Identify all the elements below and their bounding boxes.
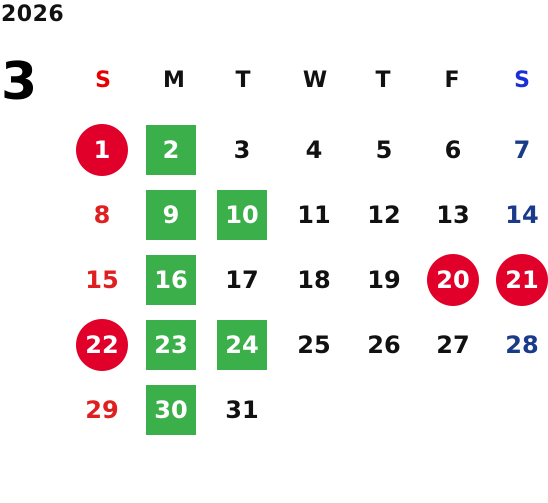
- day-cell-15: 15: [85, 266, 119, 294]
- day-cell-3: 3: [233, 136, 251, 164]
- day-cell-5: 5: [375, 136, 393, 164]
- day-cell-2: 2: [146, 125, 196, 175]
- day-cell-30: 30: [146, 385, 196, 435]
- day-cell-31: 31: [225, 396, 259, 424]
- day-cell-23: 23: [146, 320, 196, 370]
- day-cell-16: 16: [146, 255, 196, 305]
- day-cell-21: 21: [496, 254, 548, 306]
- day-cell-1: 1: [76, 124, 128, 176]
- day-cell-27: 27: [436, 331, 470, 359]
- day-cell-20: 20: [427, 254, 479, 306]
- day-cell-14: 14: [505, 201, 539, 229]
- day-cell-8: 8: [93, 201, 111, 229]
- day-cell-24: 24: [217, 320, 267, 370]
- weekday-sunday: S: [95, 68, 111, 93]
- day-cell-26: 26: [367, 331, 401, 359]
- day-cell-22: 22: [76, 319, 128, 371]
- day-cell-10: 10: [217, 190, 267, 240]
- weekday-saturday: S: [514, 68, 530, 93]
- day-cell-18: 18: [297, 266, 331, 294]
- weekday-monday: M: [163, 68, 185, 93]
- weekday-header-row: S M T W T F S: [0, 64, 548, 98]
- weekday-tuesday: T: [235, 68, 251, 93]
- day-cell-13: 13: [436, 201, 470, 229]
- day-cell-12: 12: [367, 201, 401, 229]
- weekday-thursday: T: [375, 68, 391, 93]
- calendar-year: 2026: [1, 2, 65, 27]
- day-cell-25: 25: [297, 331, 331, 359]
- day-cell-19: 19: [367, 266, 401, 294]
- weekday-wednesday: W: [302, 68, 328, 93]
- day-cell-11: 11: [297, 201, 331, 229]
- day-cell-9: 9: [146, 190, 196, 240]
- day-cell-7: 7: [513, 136, 531, 164]
- calendar-month: 3: [1, 52, 38, 112]
- day-cell-6: 6: [444, 136, 462, 164]
- day-cell-28: 28: [505, 331, 539, 359]
- day-cell-17: 17: [225, 266, 259, 294]
- weekday-friday: F: [444, 68, 460, 93]
- day-cell-4: 4: [305, 136, 323, 164]
- day-cell-29: 29: [85, 396, 119, 424]
